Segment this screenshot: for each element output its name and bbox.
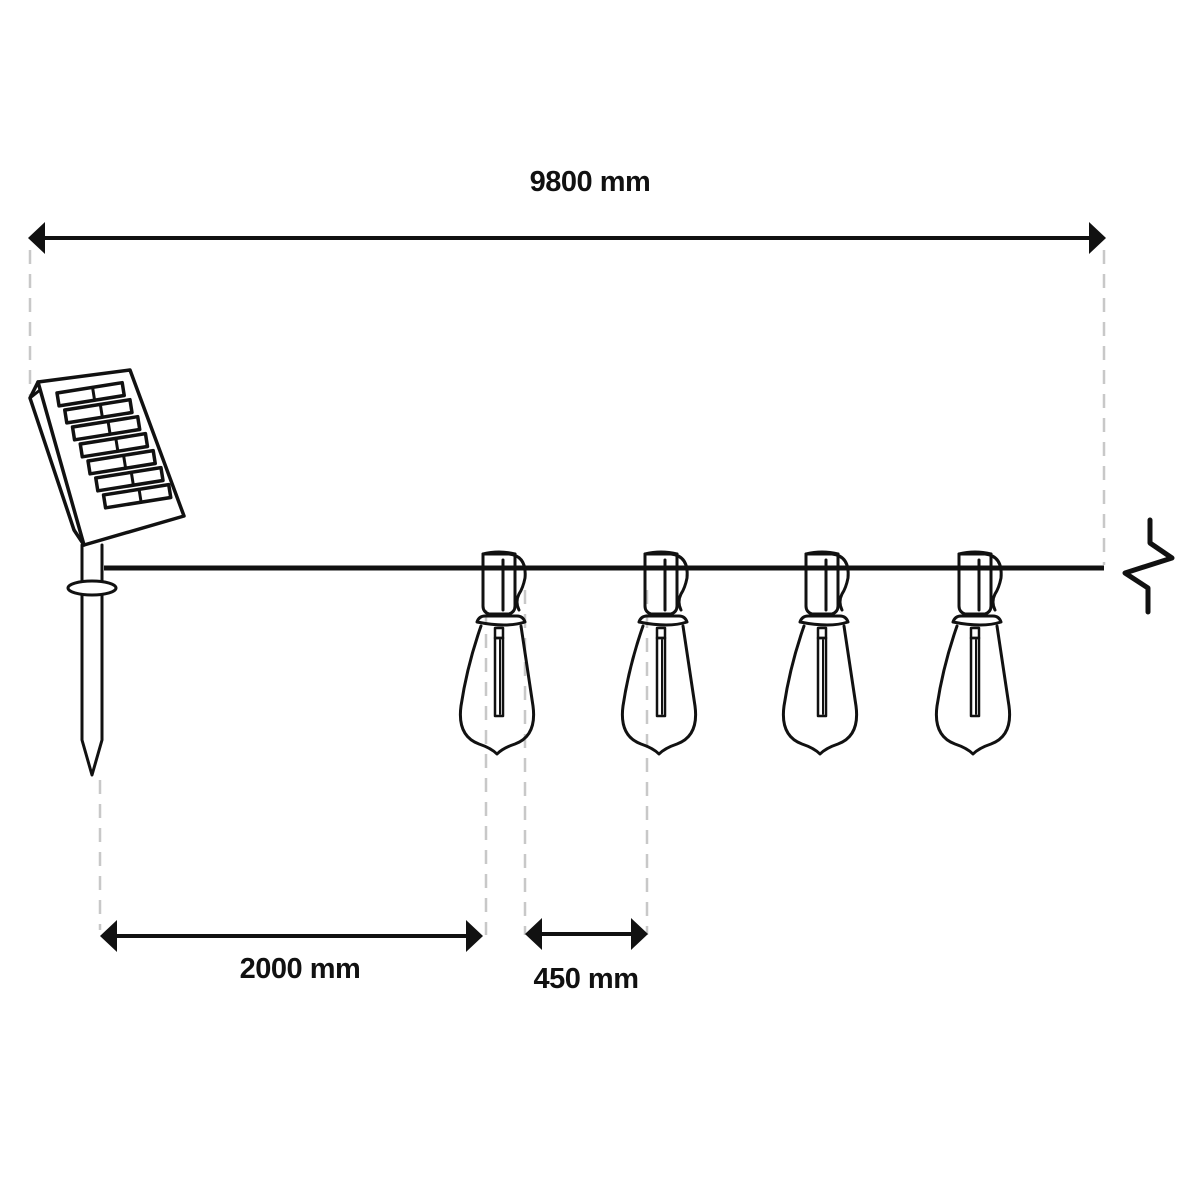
ground-stake-icon <box>66 543 118 777</box>
bulb-spacing-label: 450 mm <box>533 963 639 995</box>
cable-break-icon <box>1122 517 1175 615</box>
dimension-arrow-spacing <box>525 918 648 950</box>
bulb-icon <box>781 550 859 756</box>
bulb-icon <box>934 550 1012 756</box>
bulb-icon <box>458 550 536 756</box>
dimension-guides <box>28 250 1106 935</box>
dimension-arrow-total <box>28 222 1106 254</box>
first-bulb-distance-label: 2000 mm <box>239 953 361 985</box>
solar-panel-icon <box>28 368 186 547</box>
dimension-arrow-first-bulb <box>100 920 483 952</box>
bulb-icon <box>620 550 698 756</box>
total-length-label: 9800 mm <box>529 166 651 198</box>
